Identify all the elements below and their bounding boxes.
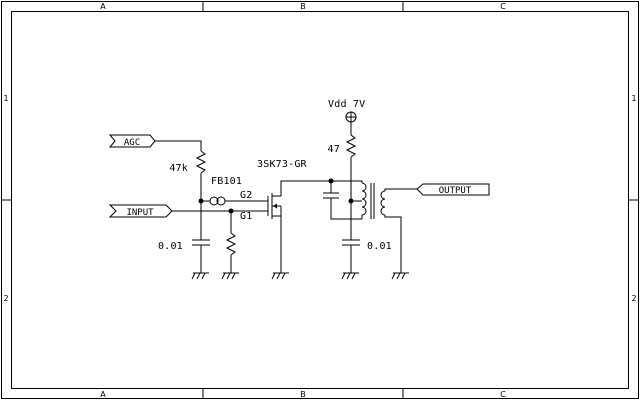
column-label-a-bottom: A [100, 390, 106, 399]
mosfet-transistor [262, 180, 331, 273]
column-label-b-top: B [300, 2, 306, 11]
column-label-c-bottom: C [500, 390, 506, 399]
ferrite-bead-label: FB101 [211, 176, 242, 187]
resistor-47-label: 47 [328, 144, 340, 155]
resistor-47 [345, 134, 357, 240]
capacitor-output-label: 0.01 [367, 241, 392, 252]
resistor-g1-bias [225, 211, 237, 273]
capacitor-tuning [323, 181, 351, 220]
agc-port: AGC [108, 134, 202, 151]
ferrite-bead [201, 196, 262, 206]
capacitor-input [192, 201, 210, 273]
agc-port-label: AGC [124, 138, 140, 148]
gate2-label: G2 [240, 190, 252, 201]
ground-icon-output-cap [341, 272, 359, 280]
output-port-label: OUTPUT [439, 186, 472, 196]
resistor-47k-label: 47k [169, 163, 188, 174]
column-label-a-top: A [100, 2, 106, 11]
supply-label: Vdd 7V [328, 99, 365, 110]
gate1-label: G1 [240, 211, 252, 222]
row-label-2-right: 2 [631, 294, 636, 303]
column-label-c-top: C [500, 2, 506, 11]
power-terminal-icon [345, 111, 357, 135]
row-label-1-left: 1 [3, 94, 8, 103]
ground-icon-g1-resistor [221, 272, 239, 280]
input-port: INPUT [108, 204, 262, 218]
capacitor-output [342, 239, 360, 273]
ground-icon-input-cap [191, 272, 209, 280]
input-port-label: INPUT [126, 208, 154, 218]
column-label-b-bottom: B [300, 390, 306, 399]
capacitor-input-label: 0.01 [158, 241, 183, 252]
row-label-2-left: 2 [3, 294, 8, 303]
ground-icon-secondary [391, 272, 409, 280]
output-transformer [331, 180, 417, 273]
transistor-label: 3SK73-GR [257, 159, 308, 170]
output-port: OUTPUT [416, 183, 490, 196]
row-label-1-right: 1 [631, 94, 636, 103]
ground-icon-source [271, 272, 289, 280]
resistor-47k [195, 150, 207, 201]
